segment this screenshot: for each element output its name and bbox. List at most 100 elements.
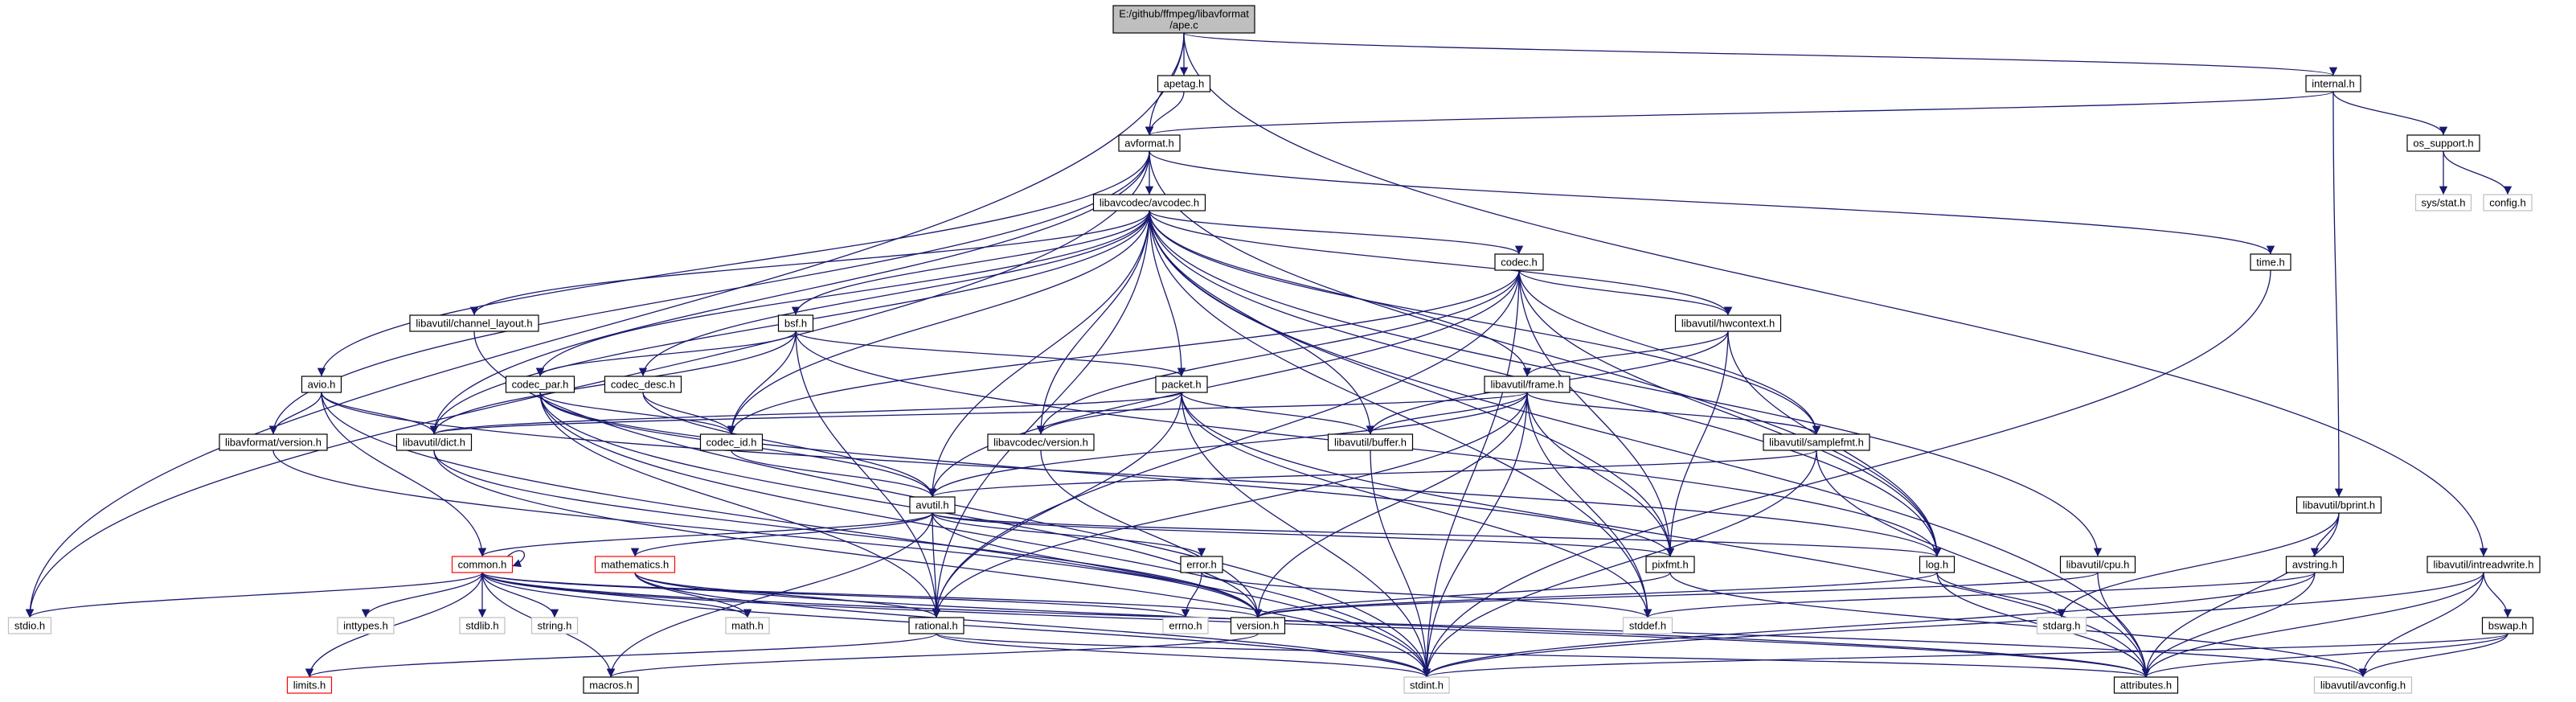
- node-avconfig-h[interactable]: libavutil/avconfig.h: [2313, 676, 2413, 694]
- node-lavc-version-h[interactable]: libavcodec/version.h: [987, 433, 1095, 451]
- edge-bprint-h-to-stdarg-h: [2057, 512, 2340, 618]
- node-avio-h[interactable]: avio.h: [301, 376, 342, 393]
- node-dict-h[interactable]: libavutil/dict.h: [395, 433, 473, 451]
- edge-codec-par-h-to-codec-id-h: [539, 392, 736, 435]
- node-intreadwrite-h[interactable]: libavutil/intreadwrite.h: [2427, 556, 2541, 573]
- node-avutil-h[interactable]: avutil.h: [909, 496, 956, 514]
- node-label: libavutil/cpu.h: [2066, 559, 2130, 571]
- node-codec-par-h[interactable]: codec_par.h: [505, 376, 575, 393]
- edge-ape-c-to-intreadwrite-h: [1183, 32, 2488, 557]
- edge-intreadwrite-h-to-stdint-h: [1423, 572, 2484, 678]
- node-macros-h[interactable]: macros.h: [583, 676, 639, 694]
- edge-samplefmt-h-to-stdint-h: [1422, 450, 1817, 678]
- edge-mathematics-h-to-math-h: [634, 572, 752, 618]
- node-string-h[interactable]: string.h: [530, 617, 579, 634]
- edge-hwcontext-h-to-frame-h: [1522, 330, 1729, 377]
- node-label: apetag.h: [1164, 78, 1205, 90]
- node-avstring-h[interactable]: avstring.h: [2285, 556, 2345, 573]
- node-label: libavutil/dict.h: [403, 437, 465, 449]
- edge-common-h-to-attributes-h: [481, 572, 2150, 678]
- node-rational-h[interactable]: rational.h: [908, 617, 964, 634]
- node-math-h[interactable]: math.h: [725, 617, 770, 634]
- node-buffer-h[interactable]: libavutil/buffer.h: [1327, 433, 1414, 451]
- edge-bsf-h-to-codec-par-h: [535, 330, 797, 377]
- edge-avcodec-h-to-packet-h: [1149, 210, 1186, 377]
- node-config-h[interactable]: config.h: [2483, 194, 2533, 211]
- edge-avutil-h-to-common-h: [478, 512, 933, 557]
- edge-packet-h-to-buffer-h: [1181, 392, 1375, 435]
- node-os-support-h[interactable]: os_support.h: [2406, 134, 2480, 152]
- node-pixfmt-h[interactable]: pixfmt.h: [1645, 556, 1695, 573]
- node-box: [1622, 617, 1673, 634]
- node-bswap-h[interactable]: bswap.h: [2481, 617, 2534, 634]
- node-packet-h[interactable]: packet.h: [1155, 376, 1208, 393]
- node-common-h[interactable]: common.h: [451, 556, 514, 573]
- node-label: errno.h: [1169, 620, 1202, 632]
- node-limits-h[interactable]: limits.h: [286, 676, 333, 694]
- edge-codec-par-h-to-pixfmt-h: [539, 392, 1675, 557]
- node-attributes-h[interactable]: attributes.h: [2113, 676, 2179, 694]
- node-box: [337, 617, 395, 634]
- node-stddef-h[interactable]: stddef.h: [1622, 617, 1673, 634]
- node-codec-h[interactable]: codec.h: [1494, 253, 1544, 271]
- node-codec-id-h[interactable]: codec_id.h: [699, 433, 764, 451]
- node-stdlib-h[interactable]: stdlib.h: [459, 617, 506, 634]
- node-codec-desc-h[interactable]: codec_desc.h: [604, 376, 682, 393]
- edge-frame-h-to-avutil-h: [928, 392, 1528, 498]
- node-version-h[interactable]: version.h: [1230, 617, 1286, 634]
- node-stdint-h[interactable]: stdint.h: [1403, 676, 1450, 694]
- node-samplefmt-h[interactable]: libavutil/samplefmt.h: [1763, 433, 1870, 451]
- edge-avcodec-h-to-lavc-version-h: [1036, 210, 1150, 435]
- node-lavf-version-h[interactable]: libavformat/version.h: [219, 433, 328, 451]
- node-mathematics-h[interactable]: mathematics.h: [594, 556, 676, 573]
- edge-avio-h-to-dict-h: [321, 392, 439, 435]
- node-box: [2414, 194, 2472, 211]
- node-label: avstring.h: [2292, 559, 2337, 571]
- node-error-h[interactable]: error.h: [1180, 556, 1223, 573]
- edge-codec-h-to-pixfmt-h: [1518, 269, 1675, 557]
- node-hwcontext-h[interactable]: libavutil/hwcontext.h: [1674, 314, 1782, 332]
- node-box: [7, 617, 52, 634]
- node-label: stdlib.h: [465, 620, 498, 632]
- edge-common-h-to-limits-h: [305, 572, 483, 678]
- node-label: time.h: [2256, 257, 2284, 269]
- node-stdarg-h[interactable]: stdarg.h: [2036, 617, 2087, 634]
- edge-rational-h-to-attributes-h: [936, 633, 2150, 678]
- node-channel-layout-h[interactable]: libavutil/channel_layout.h: [409, 314, 539, 332]
- node-time-h[interactable]: time.h: [2250, 253, 2291, 271]
- edge-avcodec-h-to-rational-h: [932, 210, 1150, 618]
- node-bprint-h[interactable]: libavutil/bprint.h: [2295, 496, 2382, 514]
- node-box: [1155, 376, 1208, 393]
- node-ape-c[interactable]: E:/github/ffmpeg/libavformat/ape.c: [1112, 5, 1255, 34]
- node-label: libavutil/samplefmt.h: [1769, 437, 1864, 449]
- node-avformat-h[interactable]: avformat.h: [1118, 134, 1181, 152]
- edge-samplefmt-h-to-avutil-h: [928, 450, 1817, 498]
- edge-avcodec-h-to-attributes-h: [1149, 210, 2151, 678]
- node-internal-h[interactable]: internal.h: [2305, 75, 2361, 92]
- node-label: stdint.h: [1410, 679, 1444, 692]
- node-apetag-h[interactable]: apetag.h: [1157, 75, 1211, 92]
- node-avcodec-h[interactable]: libavcodec/avcodec.h: [1092, 194, 1206, 211]
- node-box: [2113, 676, 2179, 694]
- node-sys-stat-h[interactable]: sys/stat.h: [2414, 194, 2472, 211]
- edge-lavc-version-h-to-version-h: [1040, 450, 1263, 618]
- edge-avcodec-h-to-frame-h: [1149, 210, 1532, 377]
- node-label: bswap.h: [2488, 620, 2527, 632]
- node-errno-h[interactable]: errno.h: [1162, 617, 1209, 634]
- node-frame-h[interactable]: libavutil/frame.h: [1484, 376, 1571, 393]
- node-cpu-h[interactable]: libavutil/cpu.h: [2059, 556, 2136, 573]
- edge-ape-c-to-stdio-h: [25, 32, 1185, 618]
- node-label: inttypes.h: [343, 620, 388, 632]
- node-inttypes-h[interactable]: inttypes.h: [337, 617, 395, 634]
- node-bsf-h[interactable]: bsf.h: [777, 314, 814, 332]
- node-box: [2059, 556, 2136, 573]
- edge-ape-c-to-internal-h: [1183, 32, 2337, 76]
- node-stdio-h[interactable]: stdio.h: [7, 617, 52, 634]
- node-log-h[interactable]: log.h: [1919, 556, 1956, 573]
- edge-internal-h-to-os-support-h: [2332, 91, 2448, 136]
- edge-intreadwrite-h-to-avconfig-h: [2358, 572, 2484, 678]
- node-box: [604, 376, 682, 393]
- edge-avio-h-to-log-h: [321, 392, 1941, 557]
- edge-codec-par-h-to-stdint-h: [539, 392, 1431, 678]
- edge-pixfmt-h-to-avconfig-h: [1669, 572, 2368, 678]
